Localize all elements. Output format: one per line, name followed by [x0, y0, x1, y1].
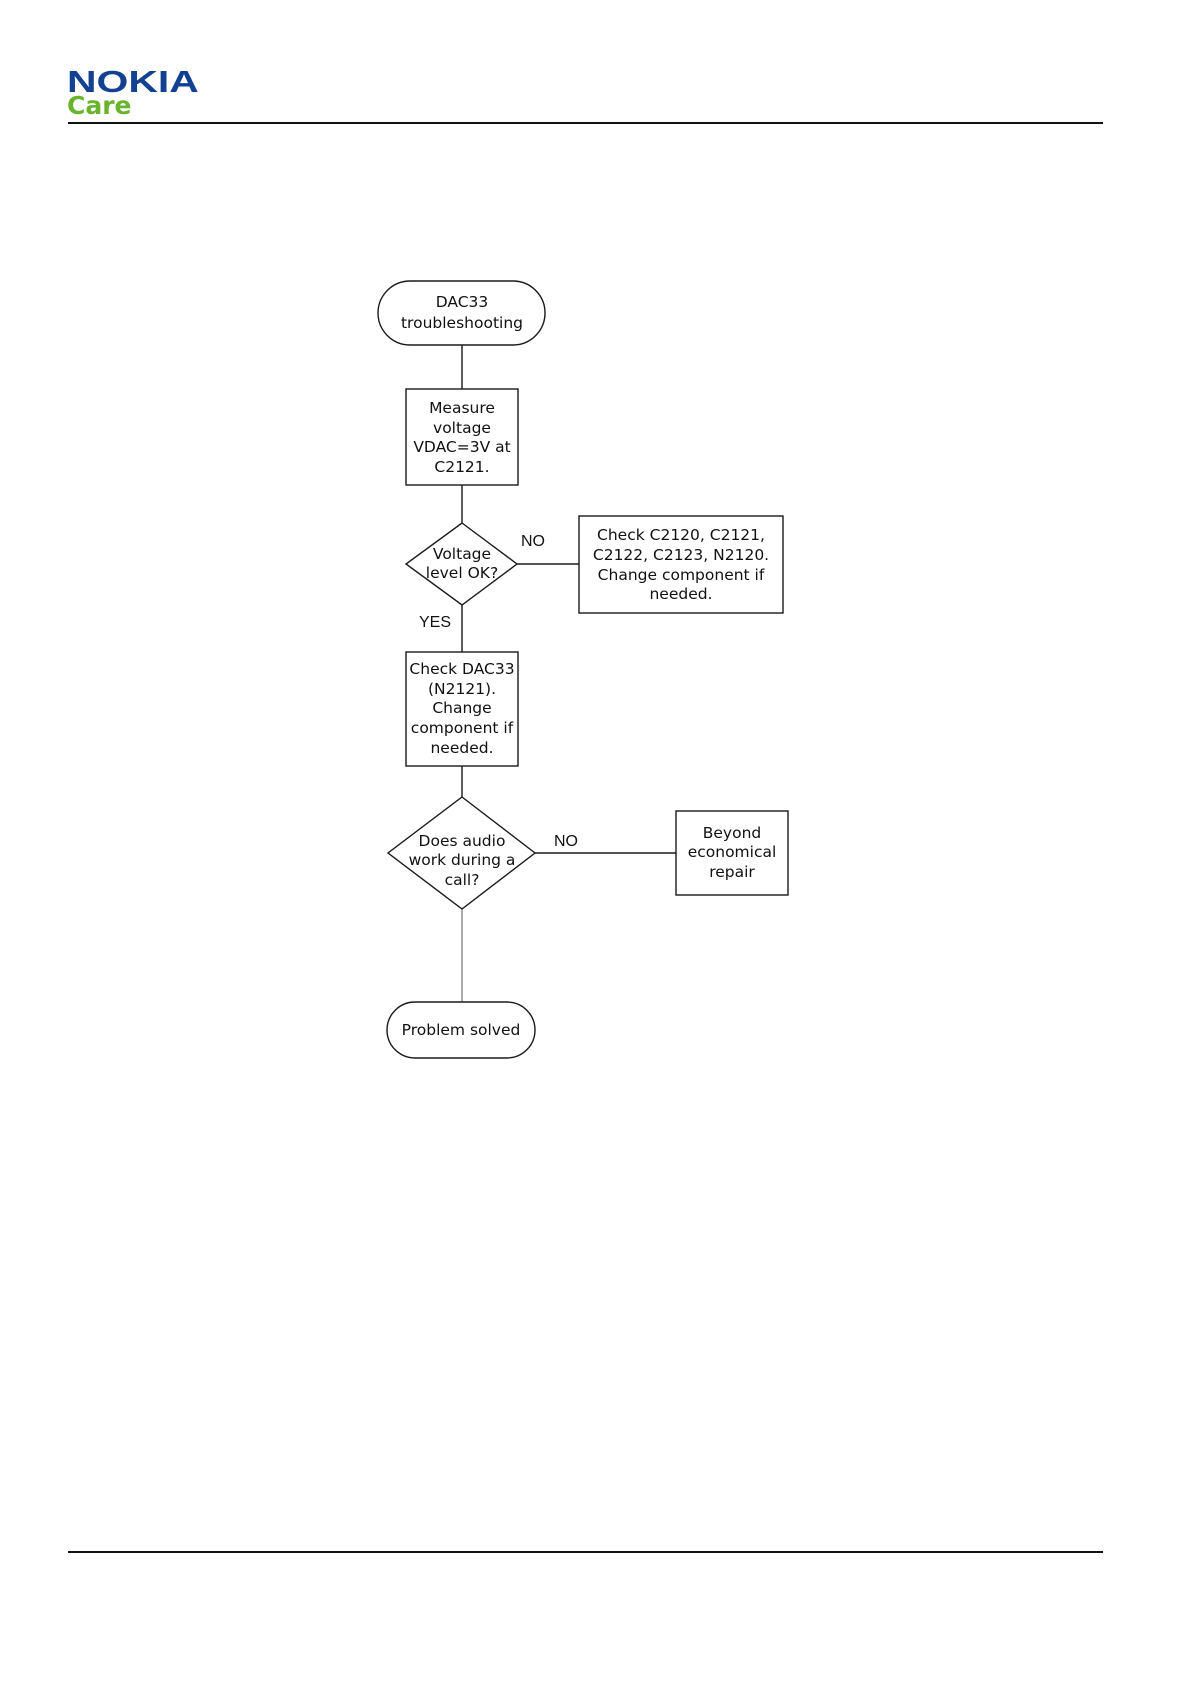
- start-node-line-2: troubleshooting: [401, 314, 523, 332]
- measure-line-3: VDAC=3V at: [413, 438, 510, 456]
- decision1-yes-label: YES: [419, 614, 451, 631]
- check-capacitors-box: Check C2120, C2121, C2122, C2123, N2120.…: [579, 516, 783, 613]
- footer-divider: [68, 1551, 1103, 1553]
- ber-line-3: repair: [709, 863, 755, 881]
- check-dac33-box: Check DAC33 (N2121). Change component if…: [406, 652, 518, 766]
- measure-voltage-box: Measure voltage VDAC=3V at C2121.: [406, 389, 518, 485]
- measure-line-4: C2121.: [434, 458, 489, 476]
- decision1-line-1: Voltage: [433, 545, 491, 563]
- decision2-line-2: work during a: [409, 851, 516, 869]
- decision2-line-1: Does audio: [419, 832, 506, 850]
- voltage-level-decision: Voltage level OK?: [406, 523, 517, 605]
- check-caps-line-2: C2122, C2123, N2120.: [593, 546, 769, 564]
- decision2-line-3: call?: [445, 871, 480, 889]
- audio-works-decision: Does audio work during a call?: [388, 797, 535, 909]
- measure-line-1: Measure: [429, 399, 495, 417]
- check-dac-line-2: (N2121).: [428, 680, 496, 698]
- check-dac-line-5: needed.: [430, 739, 493, 757]
- check-dac-line-1: Check DAC33: [409, 660, 514, 678]
- check-caps-line-1: Check C2120, C2121,: [597, 526, 765, 544]
- end-node: Problem solved: [387, 1002, 535, 1058]
- ber-line-1: Beyond: [703, 824, 762, 842]
- check-caps-line-3: Change component if: [598, 566, 765, 584]
- measure-line-2: voltage: [433, 419, 491, 437]
- check-caps-line-4: needed.: [649, 585, 712, 603]
- decision1-line-2: level OK?: [426, 564, 498, 582]
- ber-line-2: economical: [688, 843, 777, 861]
- check-dac-line-4: component if: [411, 719, 514, 737]
- check-dac-line-3: Change: [432, 699, 491, 717]
- decision2-no-label: NO: [554, 833, 578, 850]
- decision1-no-label: NO: [521, 533, 545, 550]
- start-node: DAC33 troubleshooting: [378, 281, 545, 345]
- start-node-line-1: DAC33: [436, 293, 489, 311]
- end-node-label: Problem solved: [402, 1021, 521, 1039]
- beyond-repair-box: Beyond economical repair: [676, 811, 788, 895]
